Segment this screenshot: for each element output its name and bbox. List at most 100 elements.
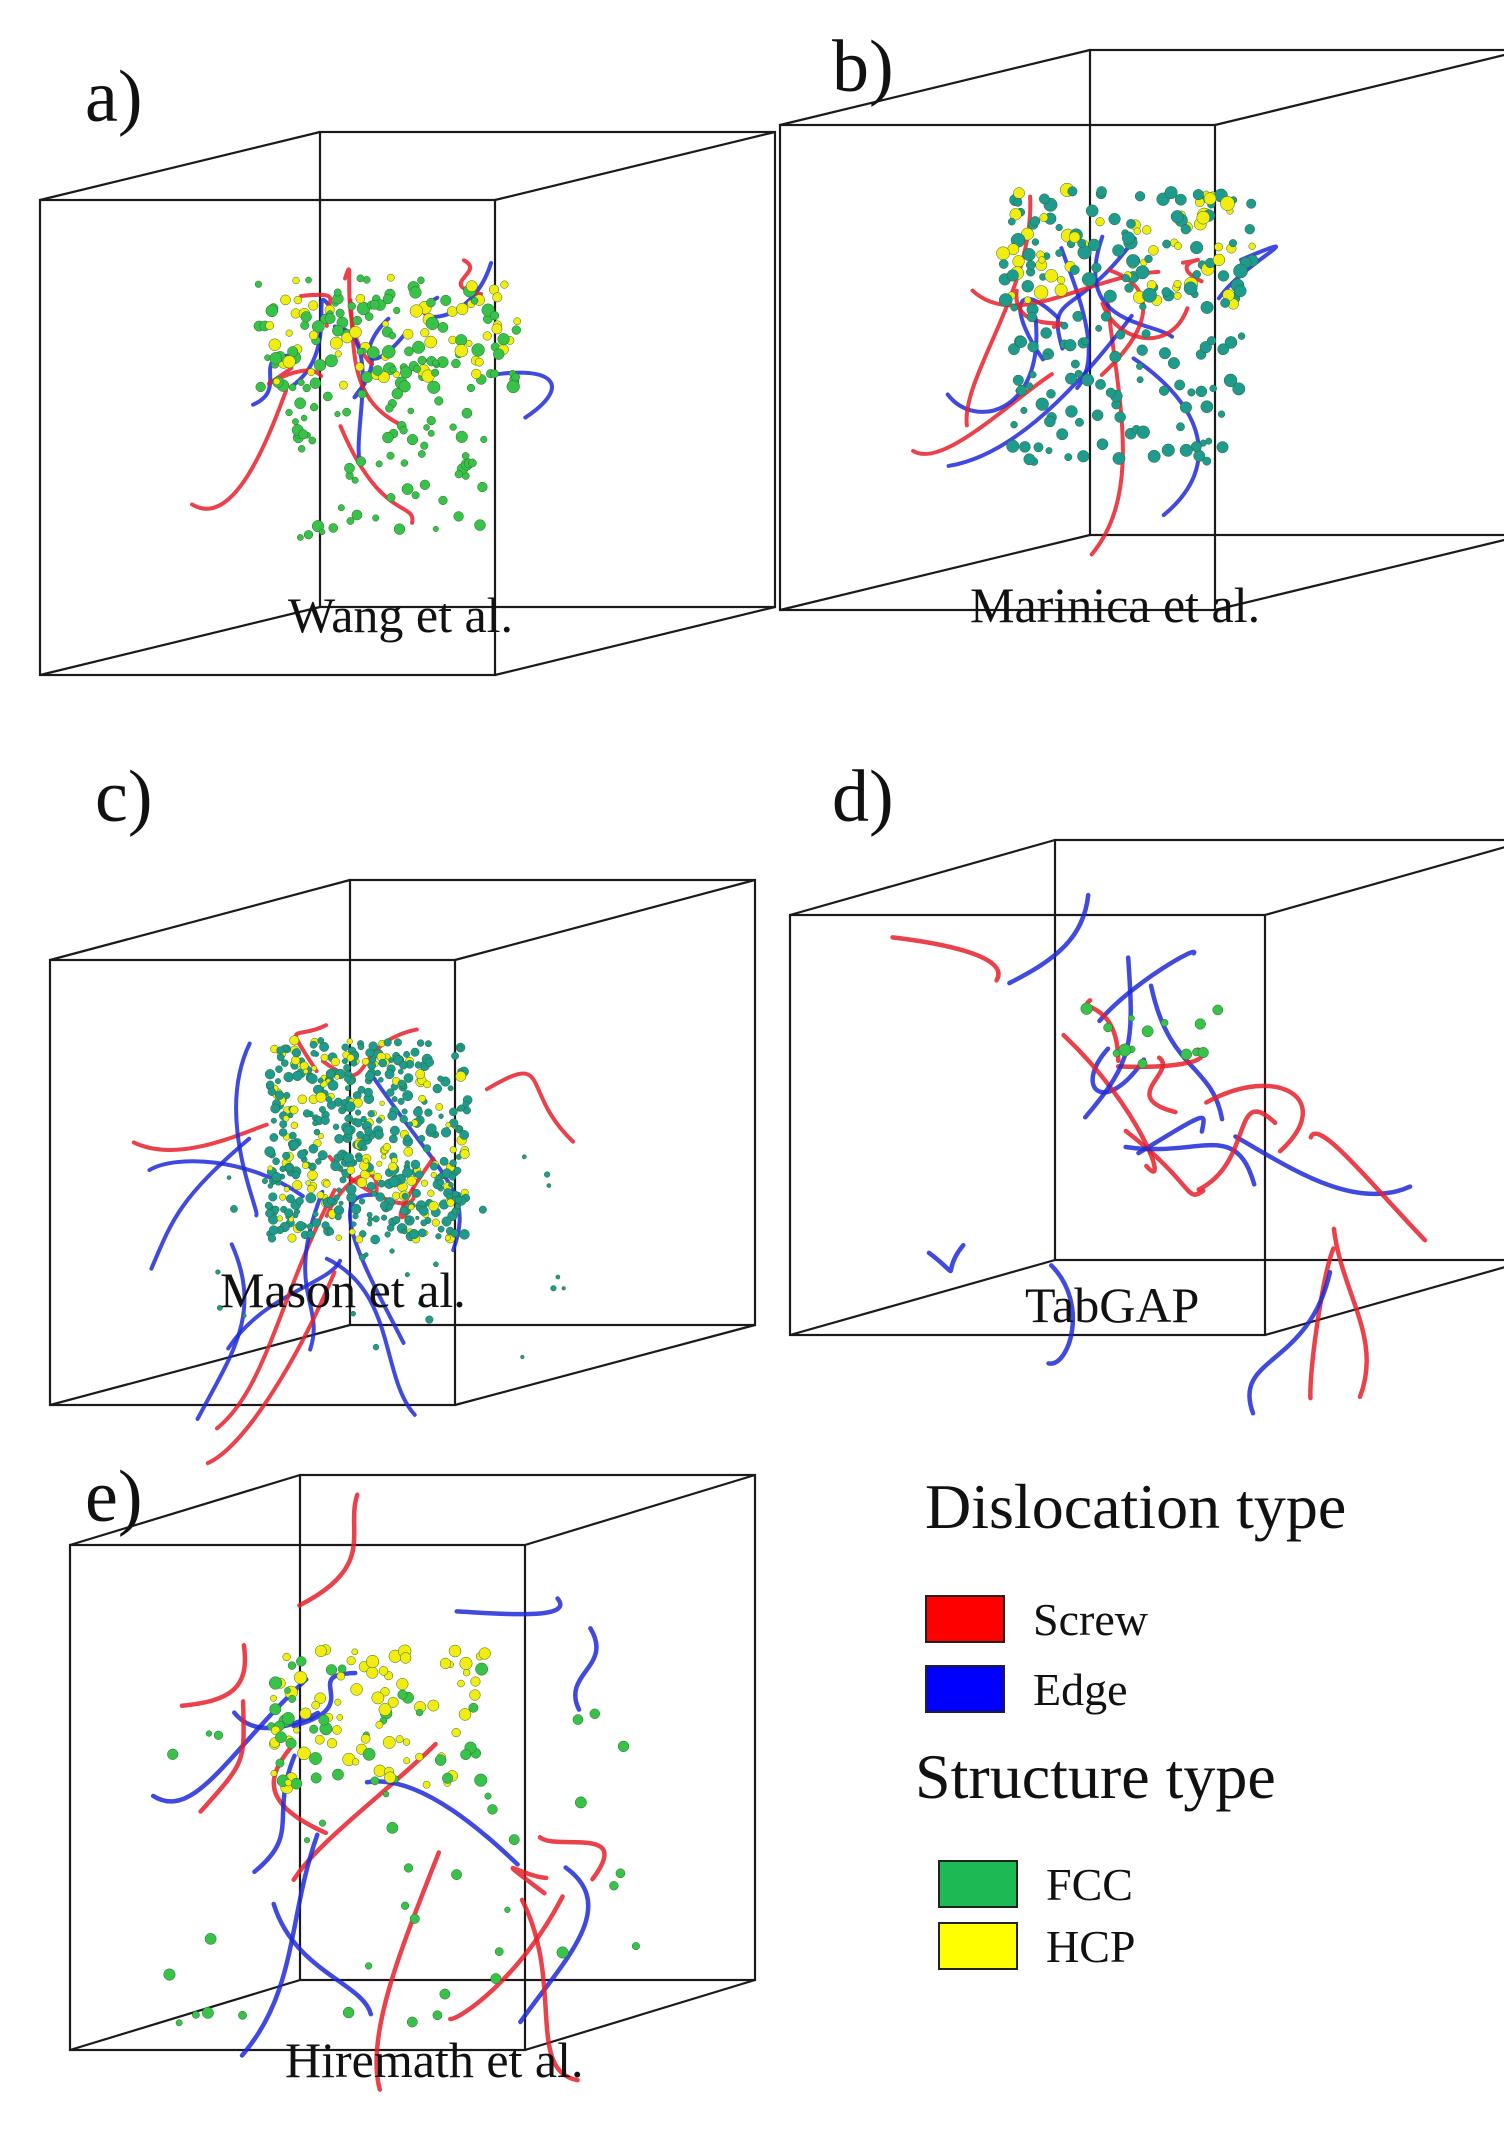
hcp-atom [276,1215,283,1222]
defect-atom [1046,389,1056,399]
defect-atom [264,1069,276,1080]
defect-atom [325,1068,336,1079]
defect-atom [1035,397,1049,411]
fcc-atom [404,346,414,357]
fcc-atom [275,1731,287,1744]
fcc-atom [511,325,521,335]
defect-atom [408,1228,420,1240]
fcc-atom [417,276,425,284]
hcp-atom [356,1177,368,1188]
hcp-atom [424,335,437,349]
defect-atom [1174,379,1186,391]
fcc-atom [364,312,374,321]
defect-atom [1134,191,1146,202]
screw-dislocation-line [1308,1131,1428,1243]
fcc-atom [406,434,419,446]
fcc-atom [334,411,341,418]
edge-dislocation-line [226,1258,343,1351]
hcp-atom [270,1694,277,1702]
hcp-atom [307,1184,316,1194]
panel-c: c) Mason et al. [48,756,757,1466]
defect-atom [440,1127,452,1138]
fcc-atom [440,294,452,306]
defect-atom [338,1200,344,1206]
hcp-atom [1212,253,1226,267]
edge-dislocation-line [147,1159,305,1199]
simulation-box [48,878,757,1407]
hcp-atom [282,355,296,369]
fcc-atom [370,1776,380,1786]
box-edge [69,1978,301,2052]
defect-atom [407,1121,413,1128]
hcp-atom [1044,269,1058,283]
defect-atom [453,1166,462,1175]
hcp-atom [302,1068,309,1075]
defect-atom [343,1064,351,1072]
fcc-atom [303,530,314,540]
fcc-atom [318,528,326,536]
defect-atom [403,1073,414,1083]
hcp-atom [280,294,291,306]
defect-atom [433,1261,439,1268]
hcp-atom [465,280,478,292]
defect-atom [1081,272,1097,287]
hcp-atom [406,1175,417,1186]
fcc-atom [300,311,312,323]
fcc-atom [318,1819,327,1827]
defect-atom [1031,238,1040,246]
defect-atom [367,1110,375,1118]
defect-atom [415,1170,424,1179]
defect-atom [1228,239,1238,248]
defect-atom [1206,336,1217,346]
hcp-atom [482,331,492,341]
defect-atom [1105,387,1116,398]
screw-dislocation-line [1181,257,1204,284]
defect-atom [317,1150,328,1161]
hcp-atom [355,1235,364,1244]
hcp-atom [382,320,389,328]
fcc-atom [302,383,311,393]
edge-dislocation-line [1055,236,1137,351]
defect-atom [1006,269,1019,282]
fcc-atom [297,445,306,453]
defect-atom [1246,198,1257,209]
hcp-atom [290,1121,299,1130]
fcc-atom [511,372,520,382]
edge-dislocation-line [1046,1263,1076,1366]
defect-atom [387,1110,398,1121]
hcp-atom [1148,245,1159,256]
hcp-atom [334,1074,340,1080]
box-edge [49,878,351,962]
legend-swatch-edge [925,1665,1005,1713]
hcp-atom [293,295,303,305]
defect-atom [373,1129,384,1140]
defect-atom [457,1125,463,1132]
defect-atom [344,1101,356,1113]
hcp-atom [311,1065,317,1072]
hcp-atom [448,1644,462,1658]
fcc-atom [434,1754,447,1766]
fcc-atom [294,397,306,410]
legend-swatch-hcp [938,1922,1018,1970]
panel-a-label: a) [85,56,143,138]
fcc-atom [309,1724,319,1734]
defect-atom [297,1149,307,1160]
defect-atom [378,1058,388,1068]
defect-atom [274,1090,285,1100]
box-edge [494,130,776,202]
fcc-atom [351,509,363,521]
defect-atom [1085,204,1099,218]
hcp-atom [307,1169,318,1181]
screw-dislocation-line [1123,1128,1206,1197]
defect-atom [424,1040,432,1048]
panel-e: e) Hiremath et al. [40,1460,800,2140]
fcc-atom [432,359,440,367]
fcc-atom [300,320,310,330]
panel-c-label: c) [95,756,153,838]
edge-dislocation-line [1216,244,1279,301]
simulation-box [788,838,1504,1337]
defect-atom [1114,411,1126,423]
defect-atom [462,1100,470,1108]
defect-atom [363,1087,373,1097]
box-front-face [778,123,1217,612]
